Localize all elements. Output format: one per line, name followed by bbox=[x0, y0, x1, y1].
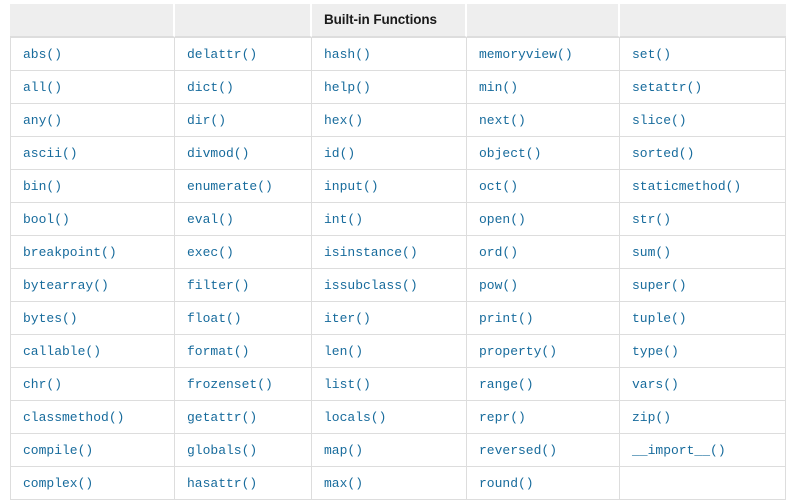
function-name-cell: open() bbox=[467, 203, 620, 236]
function-name-cell: oct() bbox=[467, 170, 620, 203]
table-row: abs()delattr()hash()memoryview()set() bbox=[10, 37, 786, 71]
function-name-cell: abs() bbox=[10, 37, 175, 71]
function-name-cell: bool() bbox=[10, 203, 175, 236]
table-row: chr()frozenset()list()range()vars() bbox=[10, 368, 786, 401]
builtin-functions-table-container: Built-in Functions abs()delattr()hash()m… bbox=[10, 4, 786, 500]
function-name-cell: zip() bbox=[620, 401, 786, 434]
table-header: Built-in Functions bbox=[10, 4, 786, 37]
function-name-cell: divmod() bbox=[175, 137, 312, 170]
table-row: bytearray()filter()issubclass()pow()supe… bbox=[10, 269, 786, 302]
function-name-cell: frozenset() bbox=[175, 368, 312, 401]
function-name-cell: filter() bbox=[175, 269, 312, 302]
table-row: complex()hasattr()max()round() bbox=[10, 467, 786, 500]
table-row: compile()globals()map()reversed()__impor… bbox=[10, 434, 786, 467]
function-name-cell: issubclass() bbox=[312, 269, 467, 302]
function-name-cell: tuple() bbox=[620, 302, 786, 335]
table-row: breakpoint()exec()isinstance()ord()sum() bbox=[10, 236, 786, 269]
function-name-cell: setattr() bbox=[620, 71, 786, 104]
function-name-cell: slice() bbox=[620, 104, 786, 137]
function-name-cell: super() bbox=[620, 269, 786, 302]
function-name-cell: locals() bbox=[312, 401, 467, 434]
function-name-cell: next() bbox=[467, 104, 620, 137]
function-name-cell: eval() bbox=[175, 203, 312, 236]
function-name-cell: sum() bbox=[620, 236, 786, 269]
function-name-cell: hex() bbox=[312, 104, 467, 137]
function-name-cell: hash() bbox=[312, 37, 467, 71]
function-name-cell: ascii() bbox=[10, 137, 175, 170]
function-name-cell: int() bbox=[312, 203, 467, 236]
function-name-cell: complex() bbox=[10, 467, 175, 500]
function-name-cell: callable() bbox=[10, 335, 175, 368]
function-name-cell: hasattr() bbox=[175, 467, 312, 500]
function-name-cell: list() bbox=[312, 368, 467, 401]
function-name-cell: vars() bbox=[620, 368, 786, 401]
function-name-cell: enumerate() bbox=[175, 170, 312, 203]
function-name-cell: exec() bbox=[175, 236, 312, 269]
builtin-functions-table: Built-in Functions abs()delattr()hash()m… bbox=[10, 4, 786, 500]
function-name-cell: repr() bbox=[467, 401, 620, 434]
function-name-cell: dir() bbox=[175, 104, 312, 137]
function-name-cell: max() bbox=[312, 467, 467, 500]
function-name-cell: set() bbox=[620, 37, 786, 71]
function-name-cell: reversed() bbox=[467, 434, 620, 467]
function-name-cell: range() bbox=[467, 368, 620, 401]
function-name-cell: property() bbox=[467, 335, 620, 368]
function-name-cell: min() bbox=[467, 71, 620, 104]
function-name-cell: classmethod() bbox=[10, 401, 175, 434]
table-header-row: Built-in Functions bbox=[10, 4, 786, 37]
function-name-cell: all() bbox=[10, 71, 175, 104]
function-name-cell: iter() bbox=[312, 302, 467, 335]
table-header-cell-title: Built-in Functions bbox=[312, 4, 467, 37]
function-name-cell: any() bbox=[10, 104, 175, 137]
function-name-cell: getattr() bbox=[175, 401, 312, 434]
function-name-cell: format() bbox=[175, 335, 312, 368]
table-row: any()dir()hex()next()slice() bbox=[10, 104, 786, 137]
function-name-cell: memoryview() bbox=[467, 37, 620, 71]
function-name-cell: float() bbox=[175, 302, 312, 335]
table-row: callable()format()len()property()type() bbox=[10, 335, 786, 368]
function-name-cell: delattr() bbox=[175, 37, 312, 71]
function-name-cell: dict() bbox=[175, 71, 312, 104]
function-name-cell: ord() bbox=[467, 236, 620, 269]
function-name-cell: breakpoint() bbox=[10, 236, 175, 269]
function-name-cell: type() bbox=[620, 335, 786, 368]
function-name-cell: compile() bbox=[10, 434, 175, 467]
table-body: abs()delattr()hash()memoryview()set()all… bbox=[10, 37, 786, 500]
function-name-cell: isinstance() bbox=[312, 236, 467, 269]
function-name-cell: chr() bbox=[10, 368, 175, 401]
function-name-cell: round() bbox=[467, 467, 620, 500]
function-name-cell: bytearray() bbox=[10, 269, 175, 302]
table-header-cell-empty bbox=[467, 4, 620, 37]
table-header-cell-empty bbox=[620, 4, 786, 37]
function-name-cell: __import__() bbox=[620, 434, 786, 467]
table-row: all()dict()help()min()setattr() bbox=[10, 71, 786, 104]
function-name-cell: bin() bbox=[10, 170, 175, 203]
function-name-cell: globals() bbox=[175, 434, 312, 467]
empty-cell bbox=[620, 467, 786, 500]
function-name-cell: object() bbox=[467, 137, 620, 170]
function-name-cell: bytes() bbox=[10, 302, 175, 335]
function-name-cell: pow() bbox=[467, 269, 620, 302]
function-name-cell: print() bbox=[467, 302, 620, 335]
function-name-cell: len() bbox=[312, 335, 467, 368]
function-name-cell: map() bbox=[312, 434, 467, 467]
function-name-cell: id() bbox=[312, 137, 467, 170]
function-name-cell: input() bbox=[312, 170, 467, 203]
function-name-cell: str() bbox=[620, 203, 786, 236]
function-name-cell: staticmethod() bbox=[620, 170, 786, 203]
table-row: classmethod()getattr()locals()repr()zip(… bbox=[10, 401, 786, 434]
table-row: bytes()float()iter()print()tuple() bbox=[10, 302, 786, 335]
table-row: ascii()divmod()id()object()sorted() bbox=[10, 137, 786, 170]
table-row: bool()eval()int()open()str() bbox=[10, 203, 786, 236]
table-row: bin()enumerate()input()oct()staticmethod… bbox=[10, 170, 786, 203]
table-header-cell-empty bbox=[175, 4, 312, 37]
table-header-cell-empty bbox=[10, 4, 175, 37]
function-name-cell: sorted() bbox=[620, 137, 786, 170]
function-name-cell: help() bbox=[312, 71, 467, 104]
